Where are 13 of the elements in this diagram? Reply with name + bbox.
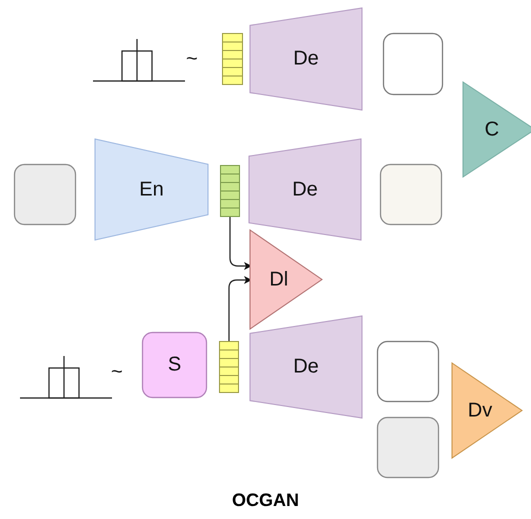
tilde-symbol: ~ [111,361,123,384]
node-label: De [293,356,319,378]
node-label: Dl [269,268,288,291]
tilde-symbol: ~ [186,48,198,71]
node-label: C [484,118,500,141]
caption: OCGAN [231,490,300,511]
node-label: En [139,178,164,201]
arrow [228,276,252,341]
node-label: Dv [468,399,492,422]
node-label: De [293,48,319,70]
node-label: S [168,354,182,376]
node-label: De [292,178,318,201]
arrow [229,217,252,270]
